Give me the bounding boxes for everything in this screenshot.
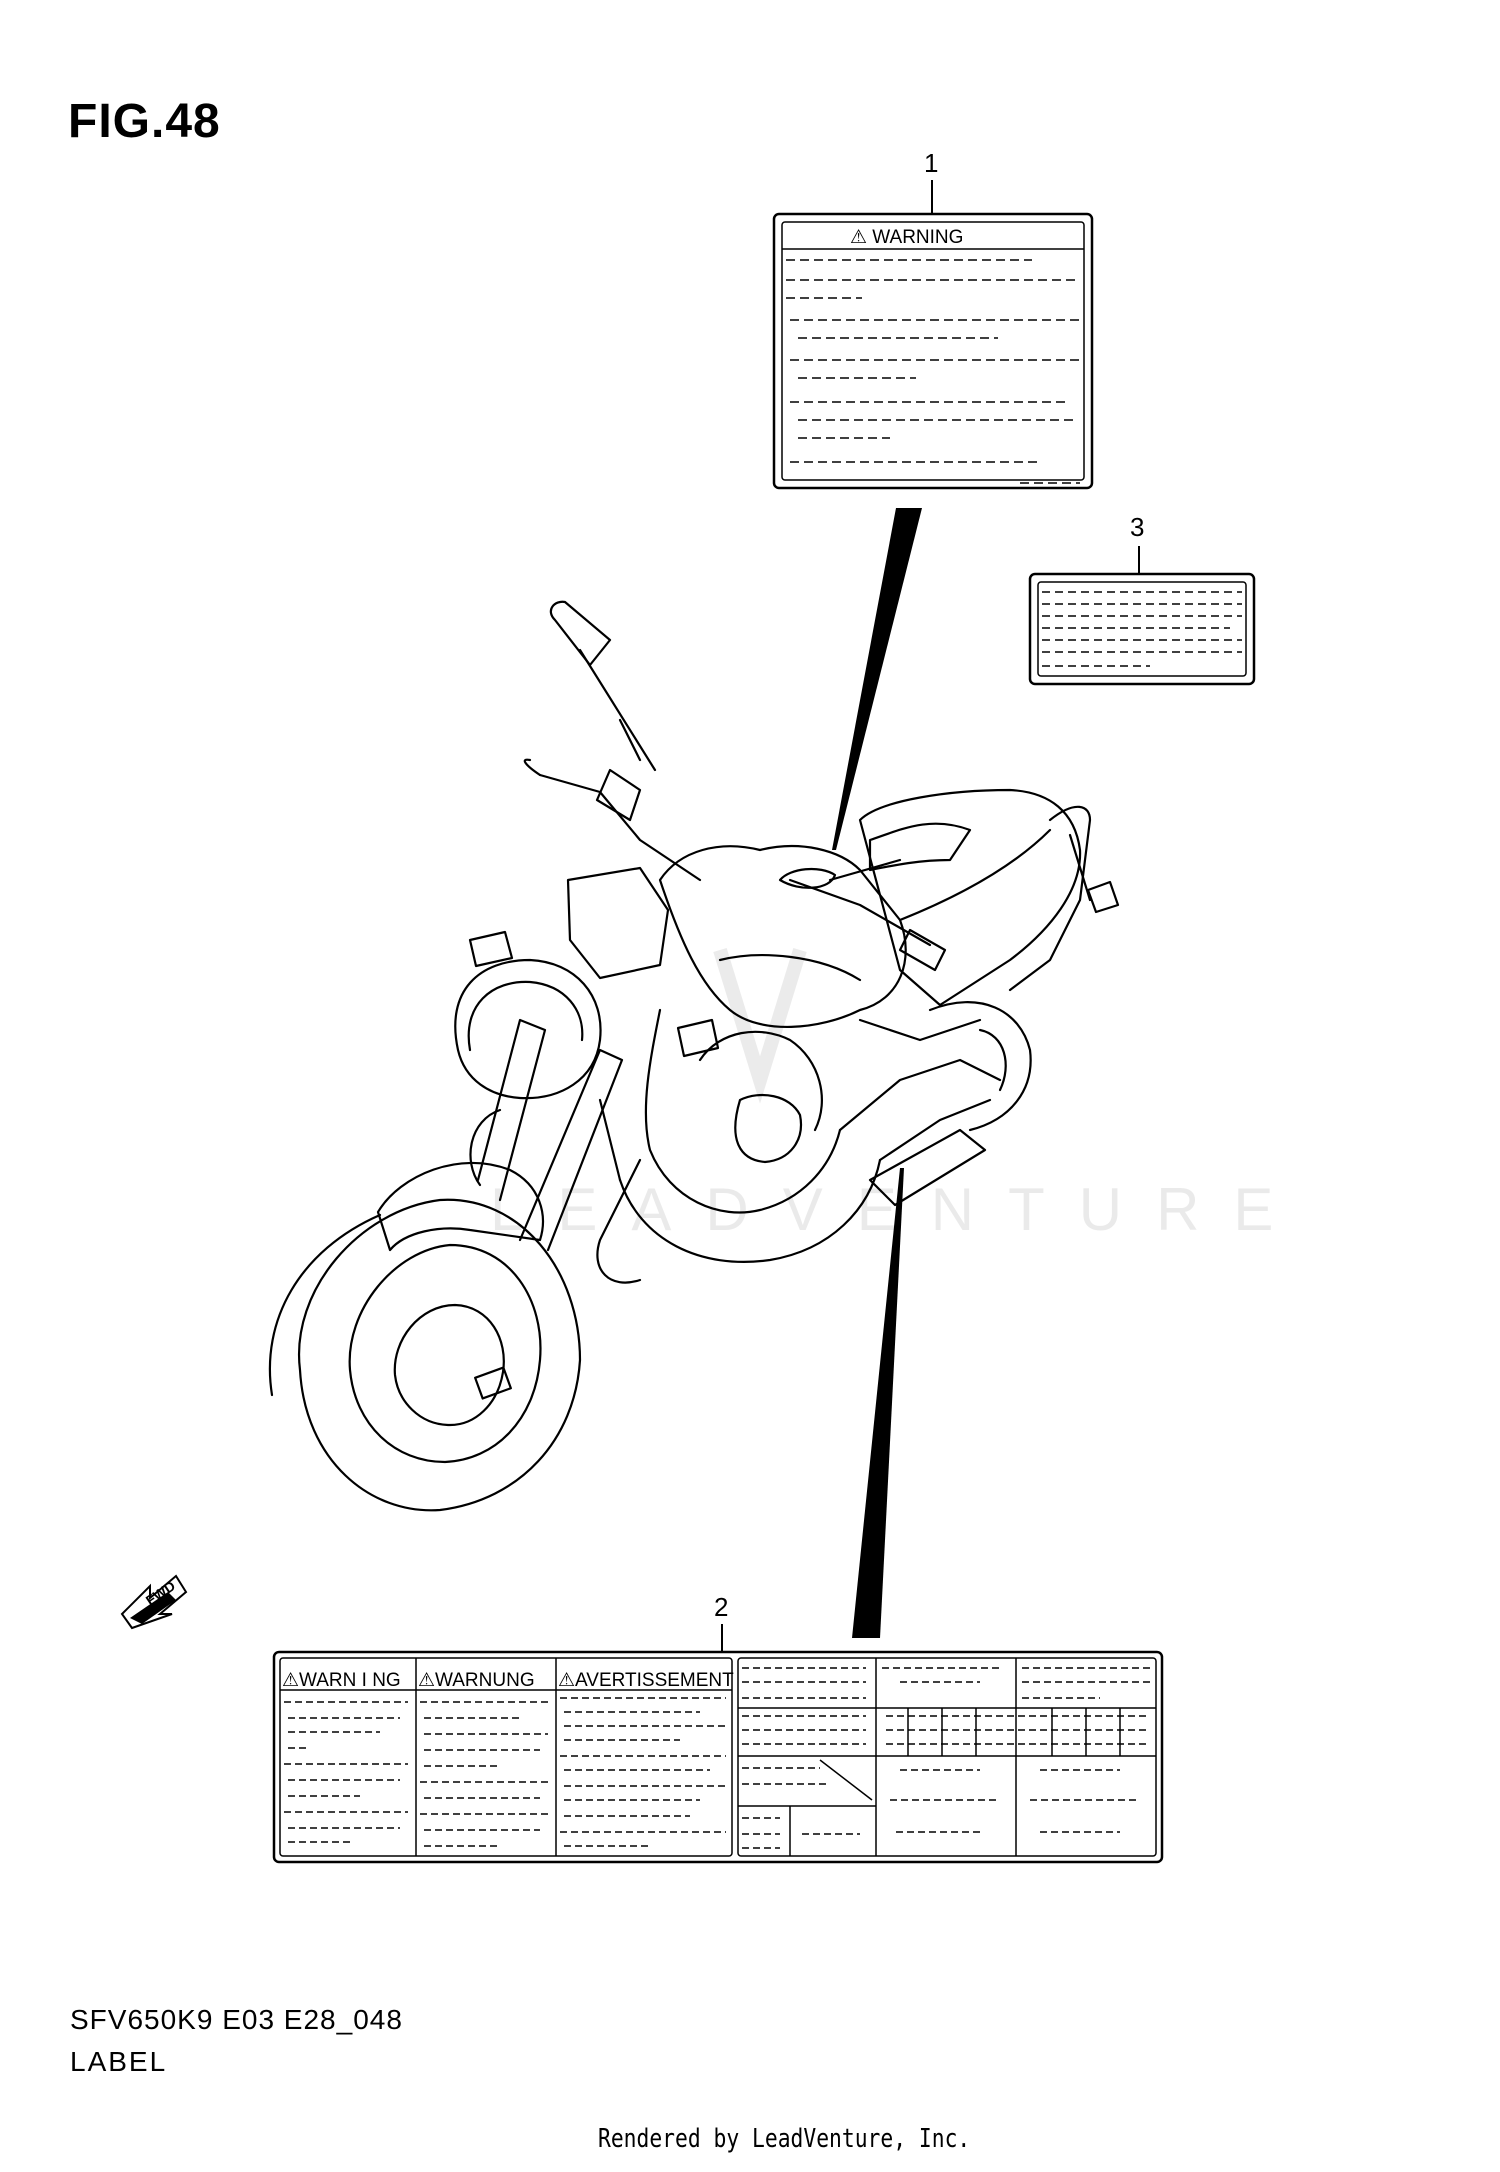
label-3[interactable]: 3: [1028, 512, 1256, 686]
label-2-heading-de: ⚠WARNUNG: [418, 1670, 535, 1691]
label-2[interactable]: 2 ⚠WARN I NG ⚠WARNUNG ⚠AVERTISSEMENT: [272, 1592, 1164, 1864]
figure-title: FIG.48: [68, 95, 221, 148]
label-2-heading-en: ⚠WARN I NG: [282, 1670, 401, 1691]
fwd-arrow-icon: FWD: [120, 1574, 188, 1630]
watermark-text: LEADVENTURE: [490, 1176, 1307, 1243]
figure-name: LABEL: [70, 2046, 168, 2077]
figure-code: SFV650K9 E03 E28_048: [70, 2004, 403, 2035]
label-1[interactable]: 1 ⚠ WARNING: [772, 148, 1094, 490]
leadventure-watermark-icon: LEADVENTURE: [490, 947, 1307, 1243]
label-1-heading: ⚠ WARNING: [850, 227, 963, 248]
callout-1: 1: [924, 148, 938, 178]
motorcycle-drawing: [268, 600, 1120, 1512]
callout-3: 3: [1130, 512, 1144, 542]
callout-2: 2: [714, 1592, 728, 1622]
render-credit: Rendered by LeadVenture, Inc.: [598, 2124, 971, 2154]
label-2-heading-fr: ⚠AVERTISSEMENT: [558, 1670, 734, 1691]
